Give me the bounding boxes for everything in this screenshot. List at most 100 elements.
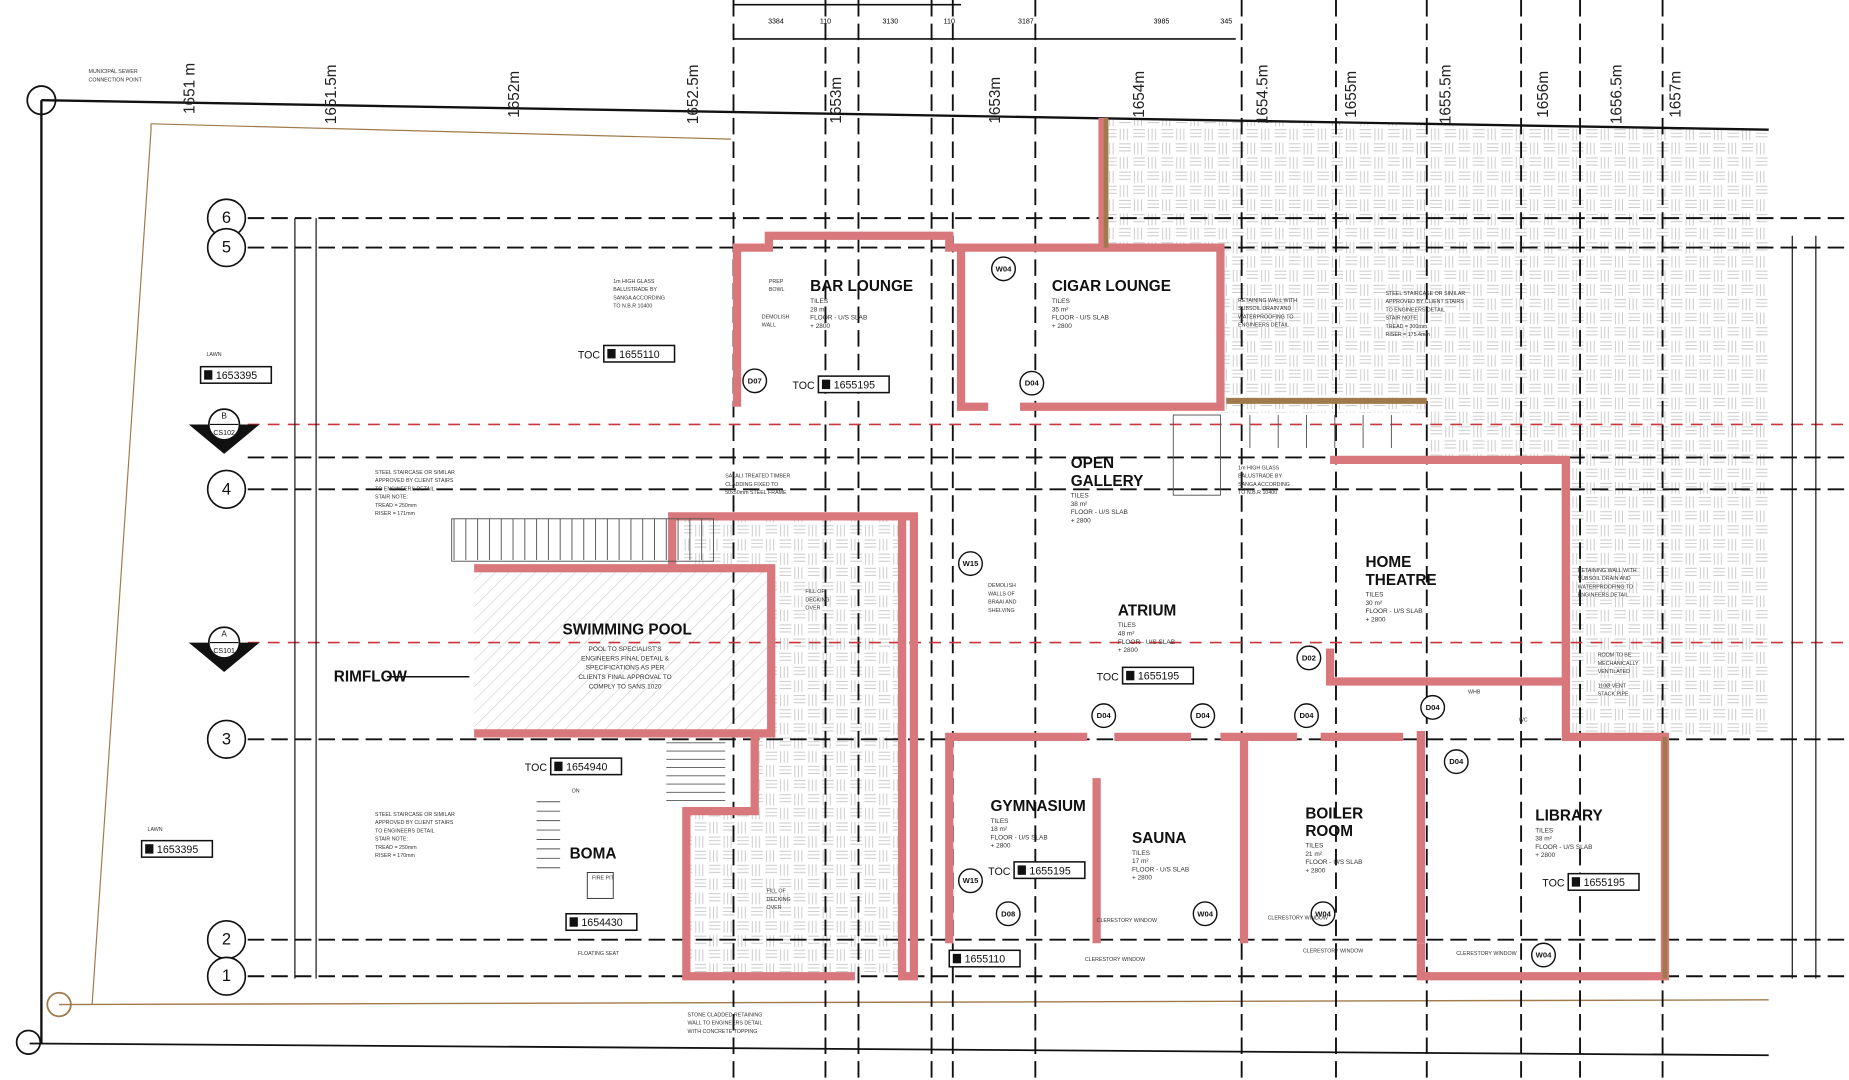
svg-text:OPEN: OPEN [1071, 455, 1114, 472]
floating-seat-label: FLOATING SEAT [578, 951, 620, 957]
svg-text:D08: D08 [1001, 909, 1016, 918]
svg-text:+ 2800: + 2800 [1052, 323, 1072, 330]
svg-text:D04: D04 [1025, 379, 1040, 388]
walls [474, 117, 1670, 981]
svg-text:MECHANICALLY: MECHANICALLY [1598, 661, 1639, 667]
level-marker: 1655110 [948, 949, 1021, 968]
dimension-label: 3985 [1154, 19, 1170, 26]
pool-note: CLIENTS FINAL APPROVAL TO [578, 674, 671, 681]
grid-bubble-3: 3 [206, 719, 247, 759]
svg-text:STONE CLADDED RETAINING: STONE CLADDED RETAINING [688, 1012, 763, 1018]
contour-label: 1655m [1343, 71, 1360, 118]
svg-text:SANGA ACCORDING: SANGA ACCORDING [1238, 482, 1290, 488]
svg-text:TOC: TOC [1542, 878, 1565, 890]
svg-text:TOC: TOC [525, 762, 548, 774]
svg-text:TOC: TOC [1097, 671, 1120, 683]
lawn-label-top: LAWN [206, 352, 221, 358]
svg-text:5: 5 [222, 239, 231, 257]
contour-label: 1652m [506, 71, 523, 118]
svg-text:SANGA ACCORDING: SANGA ACCORDING [613, 295, 665, 301]
svg-text:TILES: TILES [1132, 850, 1151, 857]
svg-text:TO N.B.R 10400: TO N.B.R 10400 [613, 304, 652, 310]
door-tag: D04 [1190, 703, 1216, 729]
svg-text:DEMOLISH: DEMOLISH [988, 583, 1016, 589]
svg-text:RISER = 171mm: RISER = 171mm [375, 511, 415, 517]
svg-text:+ 2800: + 2800 [1535, 852, 1555, 859]
door-tag: D04 [1294, 703, 1320, 729]
svg-text:FILL OF: FILL OF [767, 889, 787, 895]
svg-text:21 m²: 21 m² [1305, 851, 1322, 858]
door-tag: D04 [1019, 370, 1045, 396]
svg-text:DEMOLISH: DEMOLISH [762, 314, 790, 320]
svg-text:FLOOR - U/S SLAB: FLOOR - U/S SLAB [1132, 866, 1189, 873]
svg-text:38 m²: 38 m² [1071, 501, 1088, 508]
svg-text:TILES: TILES [1052, 298, 1071, 305]
svg-text:STAIR NOTE:: STAIR NOTE: [375, 495, 408, 501]
svg-text:+ 2800: + 2800 [810, 323, 830, 330]
door-tag: D04 [1420, 694, 1446, 720]
svg-text:VENTILATED: VENTILATED [1598, 669, 1630, 675]
door-tag: D04 [1443, 749, 1469, 775]
grid-bubble-4: 4 [206, 469, 247, 509]
pool-note: SPECIFICATIONS AS PER [586, 665, 665, 672]
svg-text:W04: W04 [1536, 951, 1552, 960]
svg-text:50x50mm STEEL FRAME: 50x50mm STEEL FRAME [725, 490, 787, 496]
svg-text:30 m²: 30 m² [1365, 600, 1382, 607]
svg-text:FLOOR - U/S SLAB: FLOOR - U/S SLAB [1052, 315, 1109, 322]
svg-text:CIGAR LOUNGE: CIGAR LOUNGE [1052, 278, 1171, 295]
contour-label: 1652.5m [685, 65, 702, 125]
svg-text:38 m²: 38 m² [1535, 836, 1552, 843]
svg-text:W15: W15 [963, 559, 979, 568]
svg-text:WATERPROOFING TO: WATERPROOFING TO [1578, 584, 1633, 590]
svg-text:ENGINEERS DETAIL: ENGINEERS DETAIL [1238, 323, 1289, 329]
dimension-label: 345 [1220, 19, 1232, 26]
svg-text:TO ENGINEERS DETAIL: TO ENGINEERS DETAIL [375, 828, 435, 834]
door-tag: D02 [1296, 645, 1322, 671]
paved-terrace [1108, 117, 1769, 737]
svg-text:PREP: PREP [769, 279, 784, 285]
contour-label: 1654m [1131, 71, 1148, 118]
svg-text:D04: D04 [1097, 711, 1112, 720]
svg-text:1m HIGH GLASS: 1m HIGH GLASS [613, 279, 655, 285]
svg-text:DECKING: DECKING [805, 597, 829, 603]
svg-text:TO N.B.R 10400: TO N.B.R 10400 [1238, 490, 1277, 496]
svg-text:WALLS OF: WALLS OF [988, 591, 1015, 597]
level-marker: 1654430 [565, 912, 638, 932]
svg-text:W15: W15 [963, 876, 979, 885]
dimension-label: 110 [944, 19, 955, 26]
svg-text:OVER: OVER [767, 905, 782, 911]
pool-note: COMPLY TO SANS 1020 [589, 684, 662, 691]
contour-label: 1656.5m [1608, 65, 1625, 125]
contour-label: 1657m [1667, 71, 1684, 118]
svg-text:D04: D04 [1196, 711, 1211, 720]
svg-text:TILES: TILES [810, 298, 829, 305]
svg-text:STAIR NOTE:: STAIR NOTE: [375, 837, 408, 843]
svg-text:WITH CONCRETE TOPPING: WITH CONCRETE TOPPING [688, 1029, 758, 1035]
svg-text:SALALI TREATED TIMBER: SALALI TREATED TIMBER [725, 474, 790, 480]
svg-text:FLOOR - U/S SLAB: FLOOR - U/S SLAB [810, 315, 867, 322]
dn-label: DN [572, 788, 580, 794]
svg-text:GYMNASIUM: GYMNASIUM [991, 798, 1086, 815]
contour-label: 1653m [987, 77, 1004, 124]
svg-text:OVER: OVER [805, 606, 820, 612]
